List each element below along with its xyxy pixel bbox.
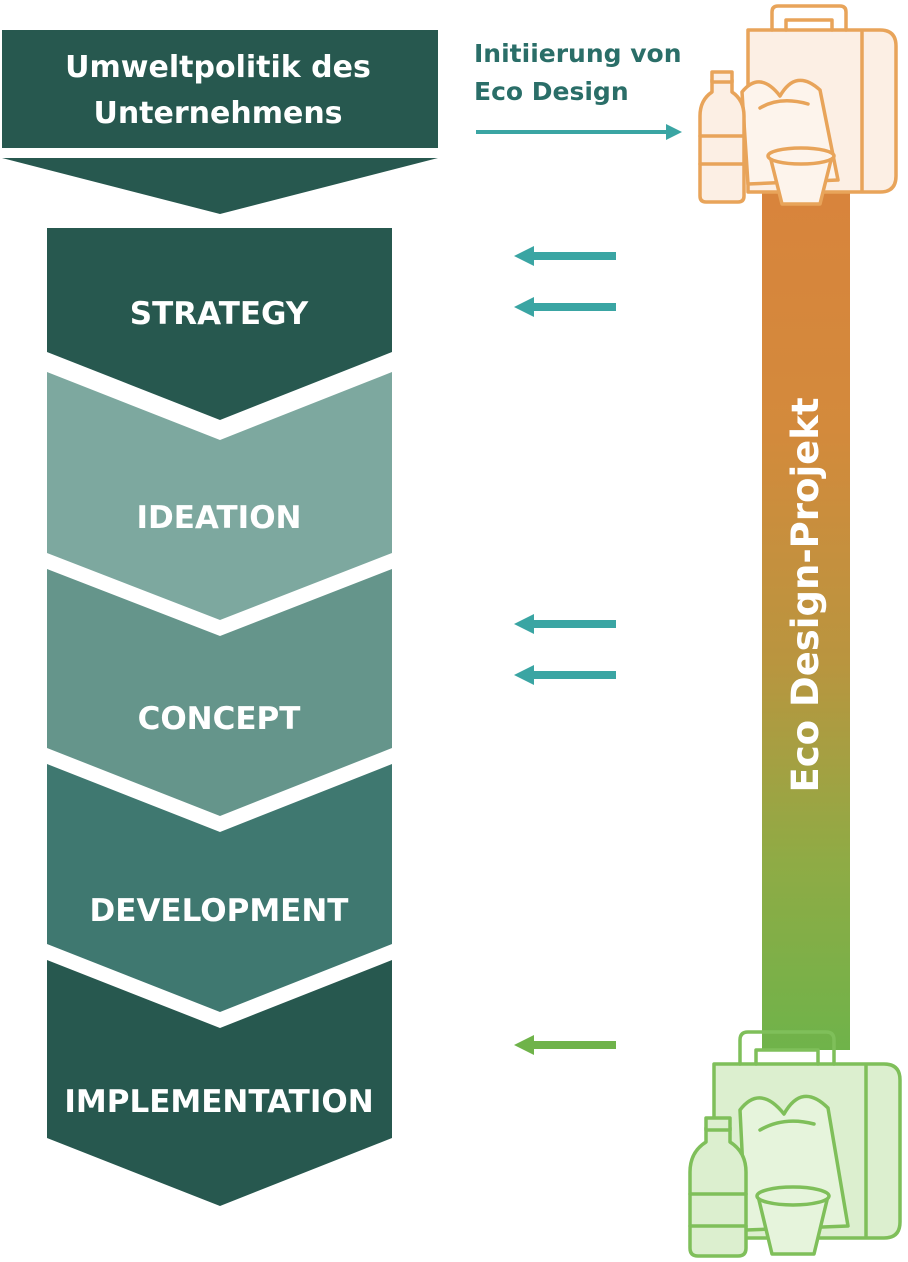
initiation-note: Initiierung von Eco Design — [474, 39, 682, 140]
policy-chevron — [2, 158, 438, 214]
policy-title-line1: Umweltpolitik des — [65, 50, 371, 85]
stage-ideation — [47, 372, 392, 620]
project-label: Eco Design-Projekt — [784, 397, 827, 792]
arrow-left-1 — [514, 246, 616, 266]
feedback-arrows — [514, 246, 616, 1055]
stage-development — [47, 764, 392, 1012]
stage-label-concept: CONCEPT — [138, 701, 301, 737]
stage-concept — [47, 569, 392, 816]
project-gradient-bar — [762, 190, 850, 1050]
initiation-line1: Initiierung von — [474, 39, 682, 68]
policy-title-line2: Unternehmens — [93, 96, 342, 131]
stage-label-development: DEVELOPMENT — [90, 893, 349, 929]
stage-chevrons: STRATEGY IDEATION CONCEPT DEVELOPMENT IM… — [47, 228, 392, 1206]
packaging-icon-bottom — [688, 1030, 902, 1258]
stage-label-ideation: IDEATION — [136, 500, 301, 536]
arrow-left-3 — [514, 614, 616, 634]
project-bar: Eco Design-Projekt — [762, 190, 850, 1050]
arrow-left-5 — [514, 1035, 616, 1055]
stage-strategy — [47, 228, 392, 420]
arrow-left-4 — [514, 665, 616, 685]
stage-label-implementation: IMPLEMENTATION — [64, 1084, 373, 1120]
packaging-icon-top — [698, 4, 898, 206]
initiation-line2: Eco Design — [474, 77, 629, 106]
policy-banner: Umweltpolitik des Unternehmens — [2, 30, 438, 214]
policy-box — [2, 30, 438, 148]
stage-implementation — [47, 960, 392, 1206]
stage-label-strategy: STRATEGY — [130, 296, 309, 332]
arrow-left-2 — [514, 297, 616, 317]
initiation-arrow-head — [666, 124, 682, 140]
